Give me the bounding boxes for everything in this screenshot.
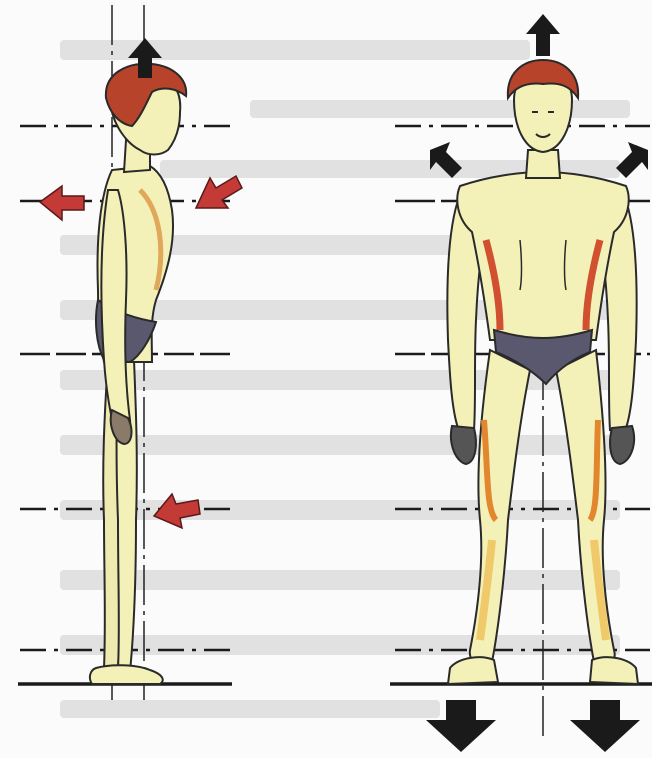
arrow-inward-icon xyxy=(40,186,84,220)
arrow-up-icon xyxy=(526,14,560,56)
arrow-inward-icon xyxy=(616,142,648,178)
arrow-down-icon xyxy=(570,700,640,752)
arrow-inward-icon xyxy=(154,494,200,528)
arrow-inward-icon xyxy=(196,176,242,208)
side-view-figure xyxy=(40,5,242,700)
